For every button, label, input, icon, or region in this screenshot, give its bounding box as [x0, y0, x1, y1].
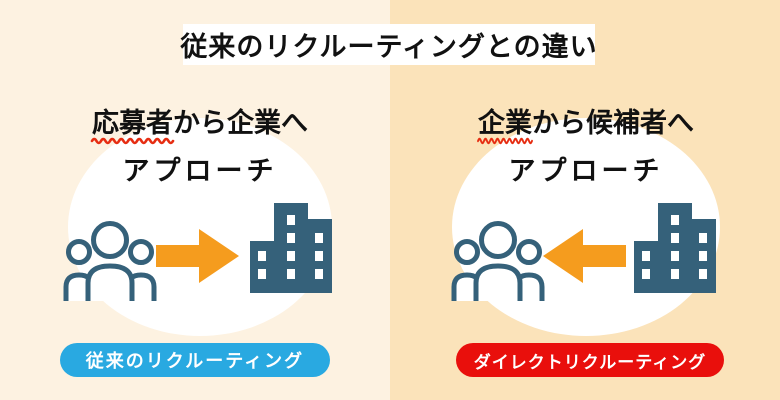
arrow-left-icon	[542, 228, 626, 289]
left-heading-line1: 応募者 から企業へ	[5, 106, 395, 145]
building-icon	[250, 203, 332, 298]
red-wavy-underline-icon	[90, 137, 175, 145]
right-heading-emphasis: 企業	[477, 106, 533, 145]
title-bar: 従来のリクルーティングとの違い	[180, 24, 598, 65]
direct-recruiting-badge: ダイレクトリクルーティング	[456, 343, 724, 377]
people-group-icon	[451, 221, 545, 306]
arrow-right-icon	[156, 228, 240, 289]
left-heading: 応募者 から企業へ アプローチ	[5, 106, 395, 188]
right-heading-line1: 企業 から候補者へ	[391, 106, 780, 145]
right-heading: 企業 から候補者へ アプローチ	[391, 106, 780, 188]
building-icon	[634, 203, 716, 298]
people-group-icon	[63, 221, 157, 306]
traditional-recruiting-badge: 従来のリクルーティング	[60, 343, 330, 377]
right-heading-rest: から候補者へ	[532, 108, 694, 138]
red-wavy-underline-icon	[477, 137, 533, 145]
page-title: 従来のリクルーティングとの違い	[180, 32, 598, 62]
right-heading-line2: アプローチ	[508, 156, 664, 186]
left-heading-emphasis: 応募者	[90, 106, 175, 145]
left-heading-line2: アプローチ	[122, 156, 278, 186]
left-heading-rest: から企業へ	[173, 108, 308, 138]
